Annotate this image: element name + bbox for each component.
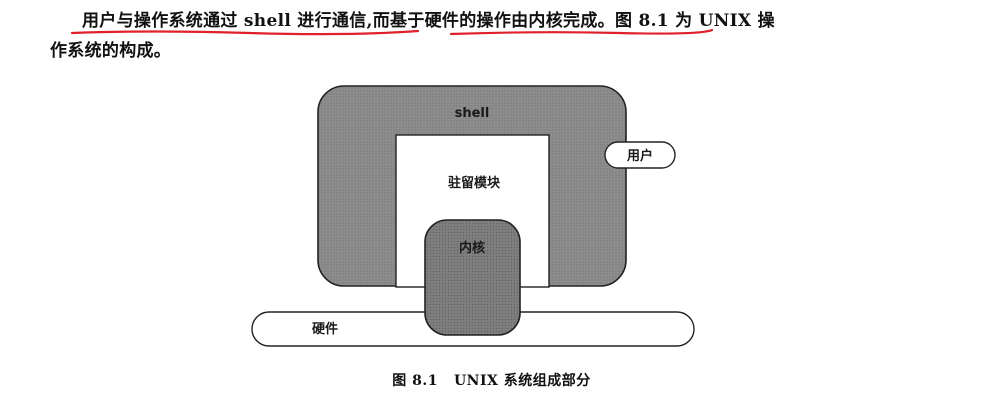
figure-caption: 图 8.1 UNIX 系统组成部分 — [0, 370, 983, 390]
kernel-block — [424, 219, 521, 336]
hardware-label: 硬件 — [312, 321, 338, 337]
resident-module-label: 驻留模块 — [448, 175, 501, 191]
user-label: 用户 — [626, 148, 653, 164]
figure-number: 图 8.1 — [392, 373, 438, 389]
paragraph-line-1: 用户与操作系统通过 shell 进行通信,而基于硬件的操作由内核完成。图 8.1… — [50, 6, 950, 36]
body-paragraph: 用户与操作系统通过 shell 进行通信,而基于硬件的操作由内核完成。图 8.1… — [50, 6, 950, 66]
user-bubble — [604, 141, 676, 169]
kernel-label: 内核 — [459, 240, 485, 256]
paragraph-separator: , — [366, 11, 373, 31]
paragraph-figure-reference: 。图 8.1 为 UNIX 操 — [597, 11, 775, 31]
shell-label: shell — [455, 106, 490, 121]
paragraph-line-2: 作系统的构成。 — [50, 41, 172, 61]
figure-caption-text: UNIX 系统组成部分 — [453, 373, 591, 389]
underlined-phrase-user-shell: 用户与操作系统通过 shell 进行通信 — [82, 11, 367, 31]
underlined-phrase-kernel: 基于硬件的操作由内核完成 — [390, 11, 598, 31]
paragraph-connector: 而 — [372, 11, 391, 31]
